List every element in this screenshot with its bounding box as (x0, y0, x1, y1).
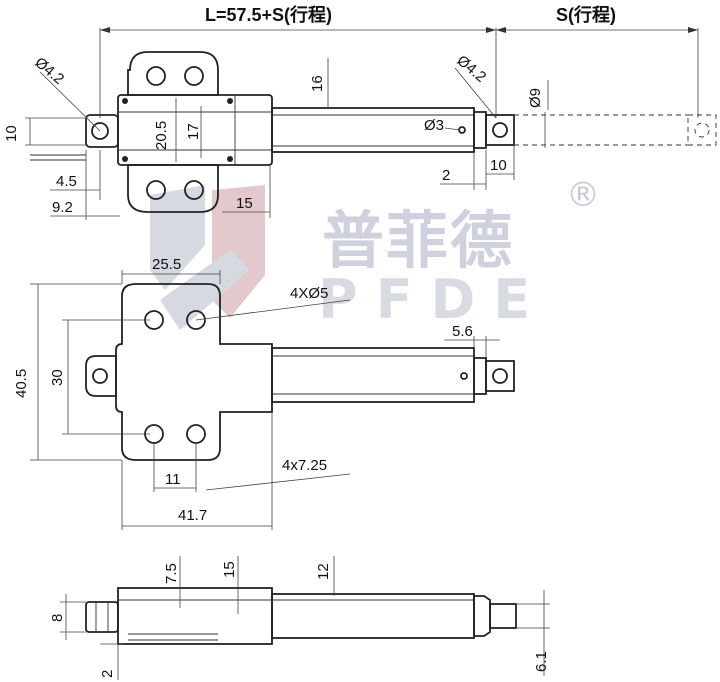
label-d-hole-right: Ø4.2 (453, 52, 489, 86)
top-view: L=57.5+S(行程) S(行程) (3, 4, 717, 220)
label-w5-6: 5.6 (452, 323, 473, 340)
front-rear-clevis (85, 355, 117, 397)
label-h8: 8 (49, 614, 66, 622)
label-h40-5: 40.5 (13, 369, 30, 398)
bracket-upper (127, 51, 219, 96)
label-h6-1: 6.1 (533, 651, 550, 672)
label-stroke: S(行程) (556, 4, 616, 25)
label-w15: 15 (236, 195, 253, 212)
watermark-registered-mark: ® (566, 175, 600, 215)
watermark-brand-en: PFDE (318, 268, 548, 331)
mount-hole (186, 310, 206, 330)
bracket-hole (184, 180, 204, 200)
label-w4-5: 4.5 (56, 173, 77, 190)
side-rod-collar (473, 595, 491, 637)
side-housing (117, 587, 273, 645)
label-d-pin: Ø3 (424, 117, 444, 134)
label-h2-bottom: 2 (99, 670, 116, 678)
label-w9-2: 9.2 (52, 199, 73, 216)
front-rod-eye (485, 360, 515, 392)
label-d-rod: Ø9 (527, 88, 544, 108)
watermark: 普菲德 PFDE ® (150, 175, 600, 331)
label-h7-5: 7.5 (163, 563, 180, 584)
label-holes-4xd5: 4XØ5 (290, 285, 328, 302)
label-d-hole-left: Ø4.2 (31, 54, 67, 88)
label-w10: 10 (490, 157, 507, 174)
label-h16: 16 (309, 75, 326, 92)
label-h20-5: 20.5 (153, 121, 170, 150)
bracket-hole (184, 66, 204, 86)
bracket-hole (146, 66, 166, 86)
label-h15: 15 (221, 561, 238, 578)
side-tube (271, 593, 475, 639)
label-h30: 30 (49, 369, 66, 386)
mount-hole (186, 424, 206, 444)
label-h10-left: 10 (3, 125, 20, 142)
label-w41-7: 41.7 (178, 507, 207, 524)
side-rear-clevis (85, 601, 119, 633)
watermark-brand-cn: 普菲德 (322, 204, 514, 277)
rod-collar (473, 111, 487, 149)
side-rod-end (489, 603, 517, 629)
side-view: 7.5 15 12 8 2 6.1 (49, 556, 550, 680)
rod-eye-hole (492, 122, 508, 138)
bracket-lower (127, 164, 219, 213)
bracket-hole (146, 180, 166, 200)
label-w2: 2 (442, 167, 450, 184)
front-view: 25.5 4XØ5 40.5 30 5.6 11 4x7.25 41.7 (13, 256, 515, 530)
rear-clevis (85, 114, 119, 148)
label-w25-5: 25.5 (152, 256, 181, 273)
label-slot-4x7-25: 4x7.25 (282, 457, 327, 474)
rod-eye (485, 114, 515, 146)
rear-hole (91, 122, 109, 140)
label-h17: 17 (185, 123, 202, 140)
label-h12: 12 (315, 563, 332, 580)
label-w11: 11 (165, 471, 181, 488)
label-total-length: L=57.5+S(行程) (205, 4, 332, 25)
